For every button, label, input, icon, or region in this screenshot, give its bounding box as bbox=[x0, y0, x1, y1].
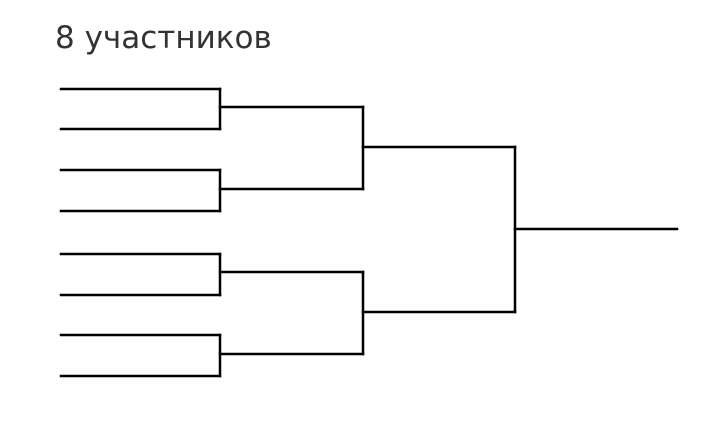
round-2-slots bbox=[218, 105, 365, 356]
round-3-slots bbox=[361, 145, 517, 314]
bracket-title: 8 участников bbox=[55, 20, 272, 56]
round-1-slots bbox=[59, 87, 222, 378]
